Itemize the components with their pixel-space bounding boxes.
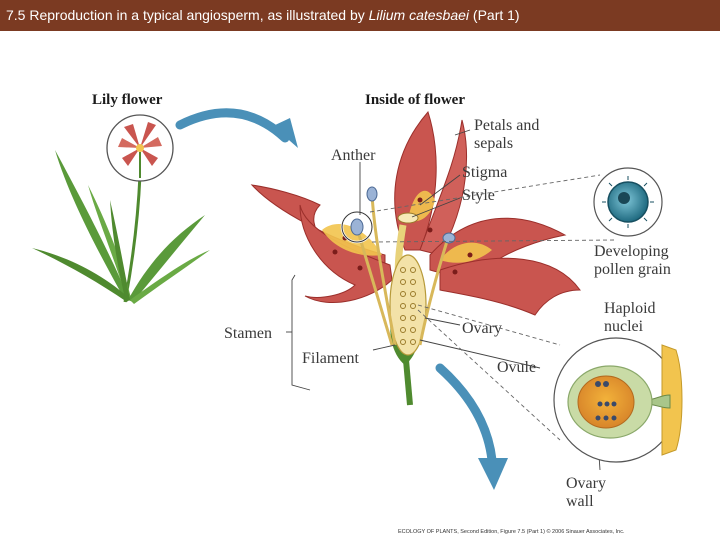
anther-top (366, 186, 378, 202)
flower-stem (403, 359, 413, 406)
label-stamen: Stamen (224, 325, 272, 342)
title-suffix: (Part 1) (469, 7, 520, 23)
stigma (397, 212, 419, 224)
heading-lily-flower: Lily flower (92, 92, 163, 108)
slide-title: 7.5 Reproduction in a typical angiosperm… (0, 0, 720, 31)
label-ovule: Ovule (497, 359, 536, 376)
arrow-to-next-part (435, 363, 497, 465)
title-species: Lilium catesbaei (368, 7, 470, 23)
label-ovary: Ovary (462, 320, 502, 337)
lily-reproduction-diagram: Lily flower Inside of flower (32, 92, 683, 535)
label-filament: Filament (302, 350, 359, 367)
lily-petals (250, 110, 581, 316)
label-haploid-nuclei: Haploid (604, 300, 656, 317)
lily-flower-small (118, 122, 162, 178)
label-stigma: Stigma (462, 164, 507, 181)
heading-inside-flower: Inside of flower (365, 92, 465, 108)
filament-right (418, 237, 450, 346)
anther-right (442, 232, 456, 244)
label-petals-and-sepals-2: sepals (474, 135, 513, 152)
pollen-grain-nucleus (618, 192, 630, 204)
ovules-in-ovary (400, 267, 416, 345)
arrow-to-inside-flower-head (273, 118, 298, 148)
label-ovary-wall: Ovary (566, 475, 606, 492)
leader-lines (286, 129, 613, 471)
ovary (389, 254, 427, 356)
haploid-nuclei (595, 381, 617, 421)
callout-dashed-lines (369, 174, 616, 441)
arrow-to-inside-flower (175, 108, 290, 143)
anther-highlight-ring (341, 211, 373, 243)
label-developing-pollen-grain: Developing (594, 243, 669, 260)
label-ovary-wall-2: wall (566, 493, 594, 510)
label-style: Style (462, 187, 495, 204)
title-prefix: 7.5 Reproduction in a typical angiosperm… (6, 7, 369, 23)
lily-plant-illustration (32, 150, 210, 304)
arrow-to-next-part-head (478, 458, 508, 490)
pollen-grain-spikes (602, 176, 654, 228)
label-anther: Anther (331, 147, 376, 164)
filament-left (370, 194, 397, 346)
anther-circled (350, 218, 364, 236)
ovary-wall (661, 344, 683, 456)
label-developing-pollen-grain-2: pollen grain (594, 261, 671, 278)
figure-credit: ECOLOGY OF PLANTS, Second Edition, Figur… (398, 528, 625, 535)
label-petals-and-sepals: Petals and (474, 117, 539, 134)
label-haploid-nuclei-2: nuclei (604, 318, 644, 335)
